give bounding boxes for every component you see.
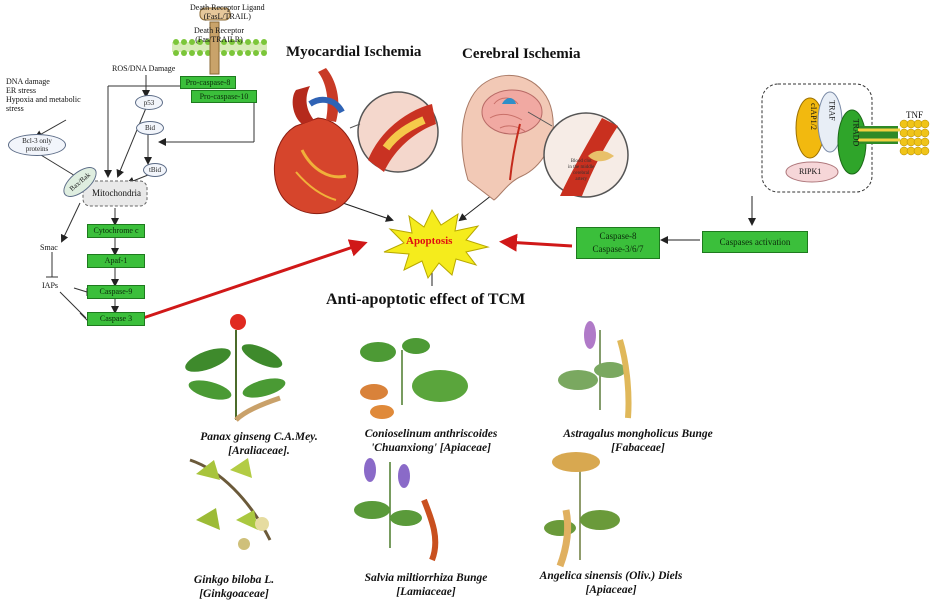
panax-ginseng-image (185, 314, 286, 422)
apoptosis-star (383, 208, 490, 280)
herb-caption-chuanxiong: Conioselinum anthriscoides'Chuanxiong' [… (364, 428, 498, 454)
ciap-label: cIAP1/2 (808, 103, 818, 130)
death-receptor-label: Death Receptor (Fas/TRAILR) (194, 26, 244, 44)
ros-dna-damage-label: ROS/DNA Damage (112, 64, 176, 73)
pathway-connectors (34, 75, 255, 324)
caspase-3-box: Caspase 3 (87, 312, 145, 326)
cytochrome-c-box: Cytochrome c (87, 224, 145, 238)
chuanxiong-image (360, 338, 468, 419)
caspases-activation-box: Caspases activation (702, 231, 808, 253)
salvia-image (354, 458, 439, 562)
herb-caption-ginkgo: Ginkgo biloba L.[Ginkgoaceae] (193, 574, 275, 600)
cell-membrane (172, 7, 267, 75)
pro-caspase-10-box: Pro-caspase-10 (191, 90, 257, 103)
herb-caption-astragalus: Astragalus mongholicus Bunge[Fabaceae] (563, 428, 713, 454)
caspase-9-box: Caspase-9 (87, 285, 145, 299)
red-arrows (142, 233, 573, 320)
herb-caption-panax: Panax ginseng C.A.Mey.[Araliaceae]. (200, 431, 318, 457)
blood-clot-note: Blood clot in the middle cerebral artery (568, 159, 595, 182)
heart-illustration (273, 68, 439, 215)
cerebral-ischemia-title: Cerebral Ischemia (462, 46, 581, 62)
tnf-complex (761, 83, 930, 193)
traf-label: TRAF (827, 100, 837, 121)
iaps-label: IAPs (42, 281, 59, 290)
ripk1-label: RIPK1 (799, 167, 822, 176)
p53-oval: p53 (135, 95, 163, 110)
tbid-oval: tBid (143, 163, 167, 177)
ginkgo-image (189, 458, 272, 550)
bid-oval: Bid (136, 121, 164, 135)
caspase-8-3-6-7-box: Caspase-8 Caspase-3/6/7 (576, 227, 660, 259)
tnf-label: TNF (906, 110, 924, 120)
apaf1-box: Apaf-1 (87, 254, 145, 268)
stress-list: DNA damage ER stress Hypoxia and metabol… (6, 77, 81, 113)
herb-caption-salvia: Salvia miltiorrhiza Bunge[Lamiaceae] (364, 572, 488, 598)
astragalus-image (558, 321, 632, 419)
apoptosis-label: Apoptosis (406, 235, 453, 247)
death-receptor-ligand-label: Death Receptor Ligand (FasL/TRAIL) (190, 3, 265, 21)
anti-apoptotic-title: Anti-apoptotic effect of TCM (326, 291, 526, 308)
myocardial-ischemia-title: Myocardial Ischemia (286, 44, 422, 60)
mitochondria-shape (82, 180, 148, 207)
herb-caption-angelica: Angelica sinensis (Oliv.) Diels[Apiaceae… (539, 570, 683, 596)
pro-caspase-8-box: Pro-caspase-8 (180, 76, 236, 89)
mitochondria-label: Mitochondria (92, 188, 141, 198)
angelica-image (544, 452, 620, 568)
smac-label: Smac (40, 243, 58, 252)
tradd-label: TRADD (851, 118, 861, 147)
brain-illustration (461, 74, 629, 201)
